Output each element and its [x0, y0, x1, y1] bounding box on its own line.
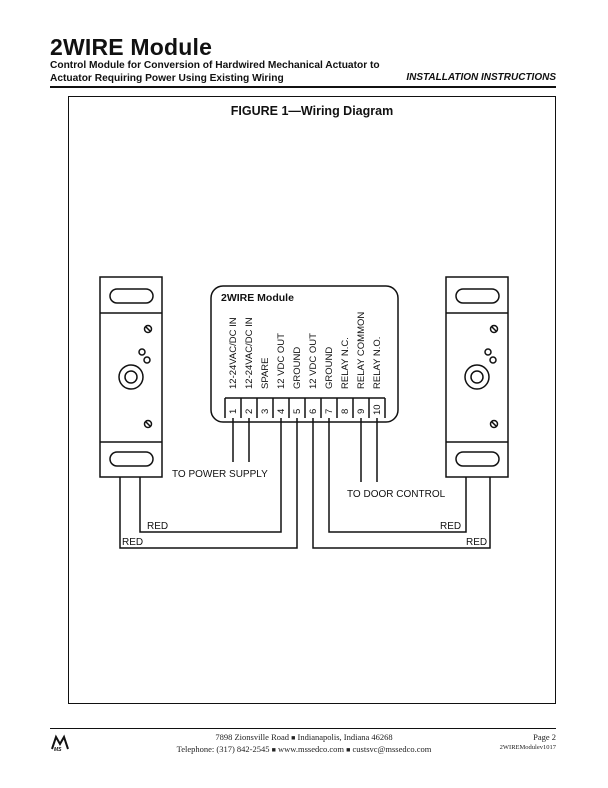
- terminal-label-2: 12-24VAC/DC IN: [244, 317, 255, 389]
- wire-label-left-outer: RED: [122, 537, 143, 548]
- terminal-label-7: GROUND: [324, 347, 335, 389]
- wire-label-right-outer: RED: [466, 537, 487, 548]
- separator-square-icon: ■: [291, 734, 296, 742]
- door-control-label: TO DOOR CONTROL: [347, 489, 446, 500]
- terminal-number-5: 5: [292, 409, 303, 414]
- subtitle-line-2: Actuator Requiring Power Using Existing …: [50, 72, 284, 84]
- figure-title: FIGURE 1—Wiring Diagram: [230, 104, 394, 118]
- terminal-number-9: 9: [356, 409, 367, 414]
- diagram-linework: [99, 276, 509, 549]
- footer-website-link[interactable]: www.mssedco.com: [277, 744, 345, 754]
- terminal-label-4: 12 VDC OUT: [276, 333, 287, 389]
- wire-right-inner-red: [328, 418, 467, 533]
- terminal-label-3: SPARE: [260, 357, 271, 389]
- footer-rule: [50, 728, 556, 729]
- right-actuator-bottom-slot: [455, 451, 500, 467]
- power-supply-label: TO POWER SUPPLY: [172, 469, 268, 480]
- wire-label-right-inner: RED: [440, 521, 461, 532]
- terminal-label-9: RELAY COMMON: [356, 312, 367, 389]
- footer-phone: Telephone: (317) 842-2545: [176, 744, 270, 754]
- wire-left-outer-red: [119, 418, 298, 549]
- terminal-number-4: 4: [276, 409, 287, 414]
- page-number: Page 2: [533, 732, 556, 742]
- document-type-label: INSTALLATION INSTRUCTIONS: [406, 72, 556, 83]
- company-logo: MS: [51, 734, 69, 752]
- left-actuator-cylinder: [118, 364, 144, 390]
- footer-street: 7898 Zionsville Road: [215, 732, 290, 742]
- wire-right-outer-red: [312, 418, 491, 549]
- terminal-number-7: 7: [324, 409, 335, 414]
- svg-text:MS: MS: [54, 747, 62, 752]
- footer-email-link[interactable]: custsvc@mssedco.com: [352, 744, 432, 754]
- separator-square-icon: ■: [271, 746, 276, 754]
- right-actuator-body: [445, 276, 509, 478]
- wire-label-left-inner: RED: [147, 521, 168, 532]
- footer-contact: 7898 Zionsville Road ■ Indianapolis, Ind…: [0, 732, 608, 756]
- left-actuator-body: [99, 276, 163, 478]
- left-actuator-bottom-screw: [143, 419, 153, 429]
- left-actuator-top-slot: [109, 288, 154, 304]
- footer-city: Indianapolis, Indiana 46268: [297, 732, 393, 742]
- terminal-label-5: GROUND: [292, 347, 303, 389]
- subtitle-line-1: Control Module for Conversion of Hardwir…: [50, 60, 380, 71]
- right-actuator-top-screw: [489, 324, 499, 334]
- left-actuator-top-screw: [143, 324, 153, 334]
- right-actuator-bottom-screw: [489, 419, 499, 429]
- terminal-number-1: 1: [228, 409, 239, 414]
- terminal-number-2: 2: [244, 409, 255, 414]
- right-actuator-cylinder: [464, 364, 490, 390]
- module-box: [210, 285, 399, 423]
- left-actuator-bottom-slot: [109, 451, 154, 467]
- figure-frame: [68, 96, 556, 704]
- footer-contact-line: Telephone: (317) 842-2545 ■ www.mssedco.…: [0, 744, 608, 756]
- header-rule: [50, 86, 556, 88]
- footer-address-line: 7898 Zionsville Road ■ Indianapolis, Ind…: [0, 732, 608, 744]
- terminal-label-8: RELAY N.C.: [340, 337, 351, 389]
- terminal-number-6: 6: [308, 409, 319, 414]
- document-subtitle: Control Module for Conversion of Hardwir…: [50, 60, 380, 85]
- module-title: 2WIRE Module: [221, 292, 294, 304]
- document-title: 2WIRE Module: [50, 34, 213, 60]
- separator-square-icon: ■: [346, 746, 351, 754]
- terminal-number-3: 3: [260, 409, 271, 414]
- terminal-label-1: 12-24VAC/DC IN: [228, 317, 239, 389]
- terminal-label-10: RELAY N.O.: [372, 337, 383, 389]
- terminal-number-8: 8: [340, 409, 351, 414]
- right-actuator-top-slot: [455, 288, 500, 304]
- terminal-label-6: 12 VDC OUT: [308, 333, 319, 389]
- document-revision: 2WIREModulev1017: [499, 744, 556, 751]
- terminal-number-10: 10: [372, 404, 383, 415]
- wire-left-inner-red: [139, 418, 282, 533]
